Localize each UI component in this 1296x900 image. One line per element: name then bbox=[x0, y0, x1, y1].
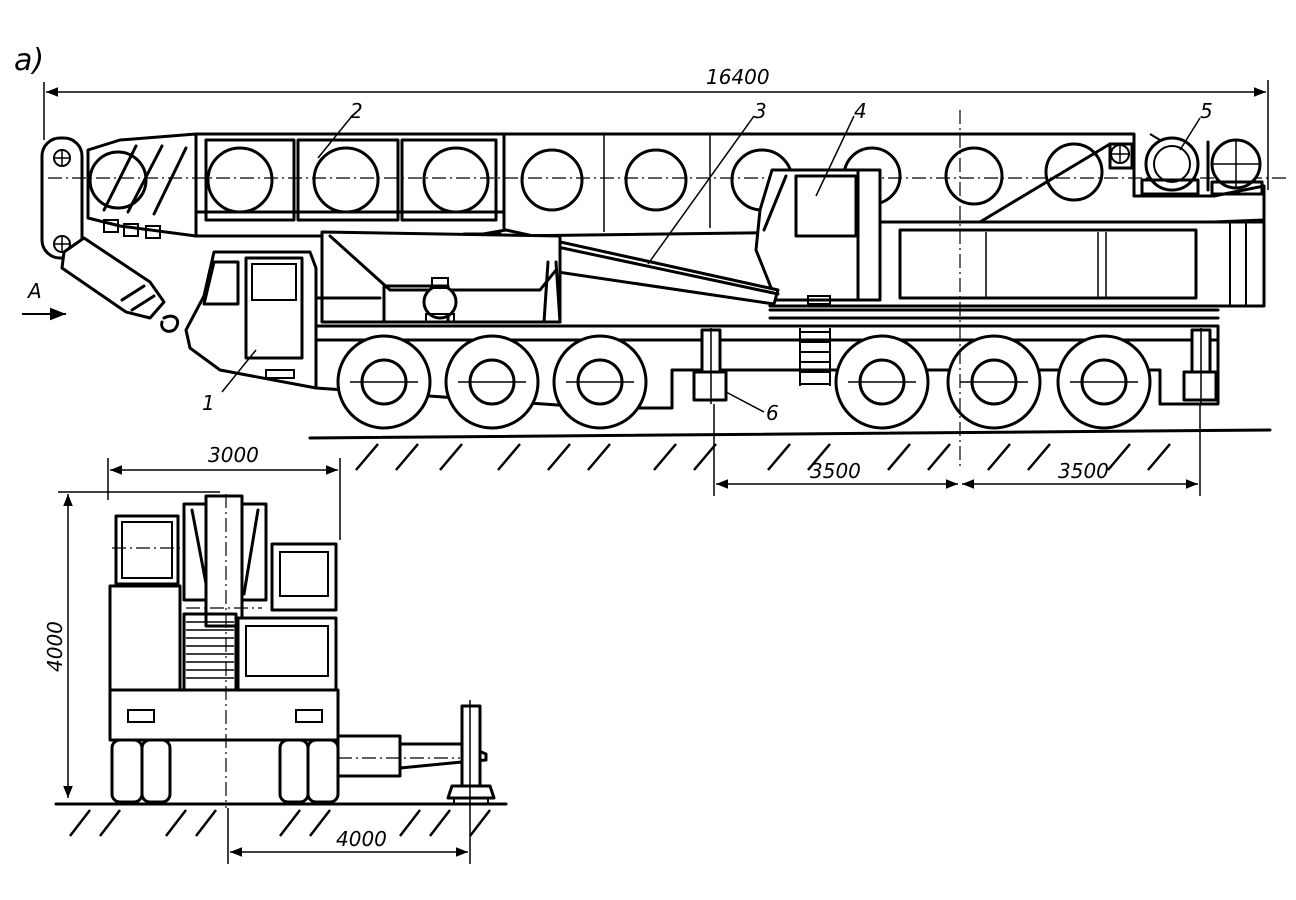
axle-spacing-dimension-2: 3500 bbox=[962, 459, 1198, 489]
superstructure bbox=[768, 220, 1266, 320]
driver-cab bbox=[184, 250, 382, 390]
callout-2: 2 bbox=[350, 99, 363, 123]
axle-spacing-label-1: 3500 bbox=[810, 459, 861, 483]
callout-1: 1 bbox=[202, 391, 215, 415]
wheel bbox=[336, 334, 432, 430]
outrigger-reach-label: 4000 bbox=[336, 827, 387, 851]
width-label: 3000 bbox=[208, 443, 259, 467]
wheel bbox=[834, 334, 930, 430]
overall-length-dimension: 16400 bbox=[43, 65, 1269, 190]
callout-4: 4 bbox=[854, 99, 867, 123]
callout-3: 3 bbox=[754, 99, 767, 123]
panel-label: а) bbox=[14, 43, 44, 78]
wheels bbox=[336, 334, 1152, 430]
overall-length-label: 16400 bbox=[706, 65, 770, 89]
front-view: 3000 4000 bbox=[43, 443, 508, 864]
axle-spacing-label-2: 3500 bbox=[1058, 459, 1109, 483]
outrigger-reach-dimension: 4000 bbox=[227, 808, 471, 864]
callout-5: 5 bbox=[1200, 99, 1213, 123]
front-ground-line bbox=[54, 802, 508, 837]
callouts-side: 2 3 4 5 1 6 bbox=[202, 99, 1213, 425]
wheel bbox=[552, 334, 648, 430]
view-arrow-label: А bbox=[26, 279, 42, 303]
width-dimension: 3000 bbox=[107, 443, 341, 540]
wheel bbox=[946, 334, 1042, 430]
outriggers bbox=[692, 328, 1218, 404]
front-body bbox=[108, 494, 496, 808]
callout-6: 6 bbox=[766, 401, 779, 425]
wheel bbox=[444, 334, 540, 430]
ground-line bbox=[308, 428, 1272, 471]
height-dimension: 4000 bbox=[43, 491, 220, 798]
side-view: 16400 bbox=[40, 65, 1290, 496]
height-label: 4000 bbox=[43, 621, 67, 672]
wheel bbox=[1056, 334, 1152, 430]
winch bbox=[1140, 133, 1264, 196]
axle-spacing-dimension-1: 3500 bbox=[716, 459, 958, 489]
